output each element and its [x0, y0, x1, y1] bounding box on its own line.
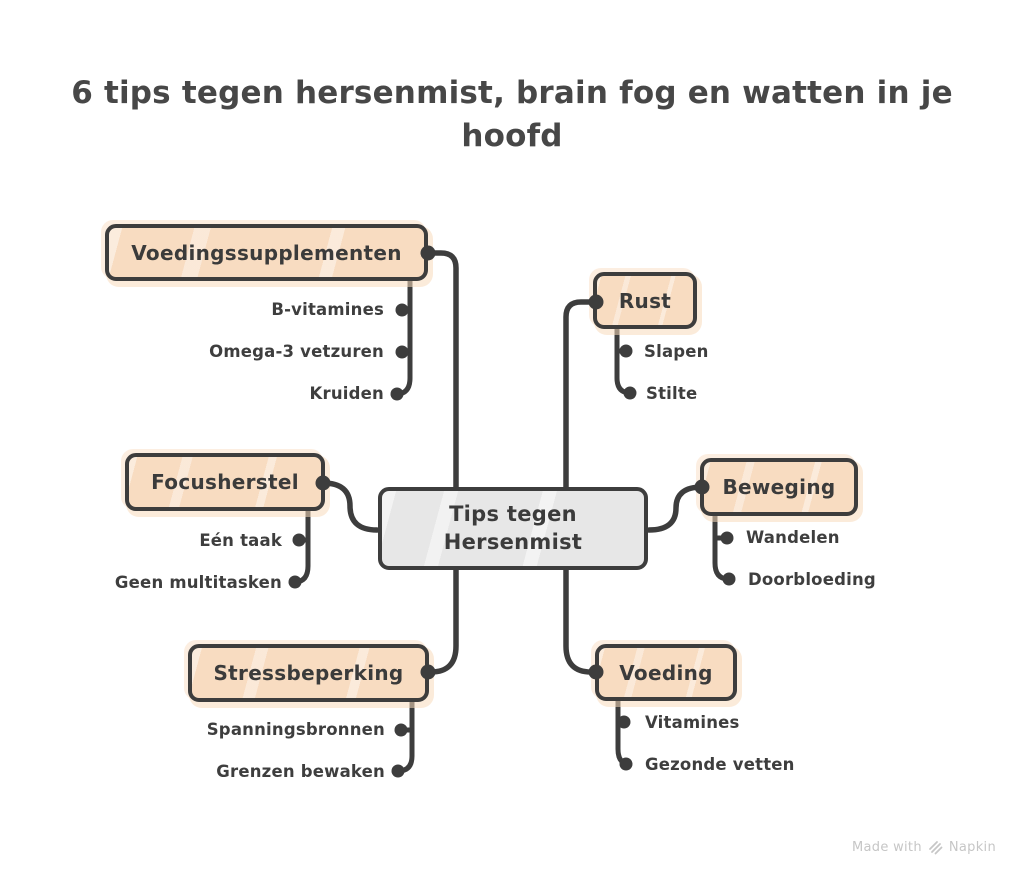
connector-focusherstel-center	[320, 480, 380, 533]
spine-beweging	[712, 511, 730, 582]
sub-item-geen-multitasken[interactable]: Geen multitasken	[114, 573, 282, 592]
sub-item-spanningsbronnen[interactable]: Spanningsbronnen	[206, 720, 385, 739]
branch-node-stressbeperking[interactable]: Stressbeperking	[188, 644, 429, 702]
branch-node-voedingssupplementen[interactable]: Voedingssupplementen	[105, 224, 428, 281]
sub-item-b-vitamines[interactable]: B-vitamines	[271, 300, 384, 319]
sub-item-kruiden[interactable]: Kruiden	[309, 384, 384, 403]
sub-item-een-taak[interactable]: Eén taak	[199, 531, 282, 550]
center-node[interactable]: Tips tegen Hersenmist	[378, 487, 648, 570]
branch-label-beweging: Beweging	[722, 475, 836, 499]
watermark-brand: Napkin	[948, 840, 996, 855]
branch-label-voedingssupplementen: Voedingssupplementen	[131, 240, 402, 265]
branch-node-rust[interactable]: Rust	[593, 272, 697, 329]
spine-stressbeperking	[397, 697, 415, 774]
sub-item-vitamines[interactable]: Vitamines	[645, 713, 740, 732]
connector-rust-center	[563, 299, 599, 503]
spine-voeding	[615, 696, 631, 767]
watermark: Made with Napkin	[852, 840, 996, 855]
branch-label-stressbeperking: Stressbeperking	[213, 661, 404, 685]
connector-voeding-center	[563, 557, 599, 675]
watermark-prefix: Made with	[852, 840, 922, 855]
branch-label-voeding: Voeding	[619, 660, 713, 685]
connector-voedingssupplementen-center	[425, 250, 459, 503]
center-node-label: Tips tegen Hersenmist	[443, 502, 583, 554]
branch-node-voeding[interactable]: Voeding	[595, 644, 737, 701]
connector-stressbeperking-center	[425, 557, 459, 675]
sub-item-gezonde-vetten[interactable]: Gezonde vetten	[645, 755, 795, 774]
spine-voedingssupplementen	[395, 275, 413, 397]
branch-label-focusherstel: Focusherstel	[151, 470, 299, 494]
sub-item-grenzen-bewaken[interactable]: Grenzen bewaken	[216, 762, 385, 781]
page-title: 6 tips tegen hersenmist, brain fog en wa…	[71, 75, 953, 154]
sub-item-doorbloeding[interactable]: Doorbloeding	[748, 570, 876, 589]
sub-item-omega3-vetzuren[interactable]: Omega-3 vetzuren	[209, 342, 384, 361]
branch-label-rust: Rust	[618, 288, 672, 313]
spine-rust	[614, 324, 632, 396]
spine-focusherstel	[293, 506, 311, 585]
branch-node-focusherstel[interactable]: Focusherstel	[125, 453, 325, 511]
connector-beweging-center	[646, 484, 705, 533]
sub-item-stilte[interactable]: Stilte	[646, 384, 698, 403]
sub-item-slapen[interactable]: Slapen	[644, 342, 709, 361]
napkin-logo-icon	[928, 840, 943, 855]
branch-node-beweging[interactable]: Beweging	[700, 458, 858, 516]
sub-item-wandelen[interactable]: Wandelen	[746, 528, 840, 547]
